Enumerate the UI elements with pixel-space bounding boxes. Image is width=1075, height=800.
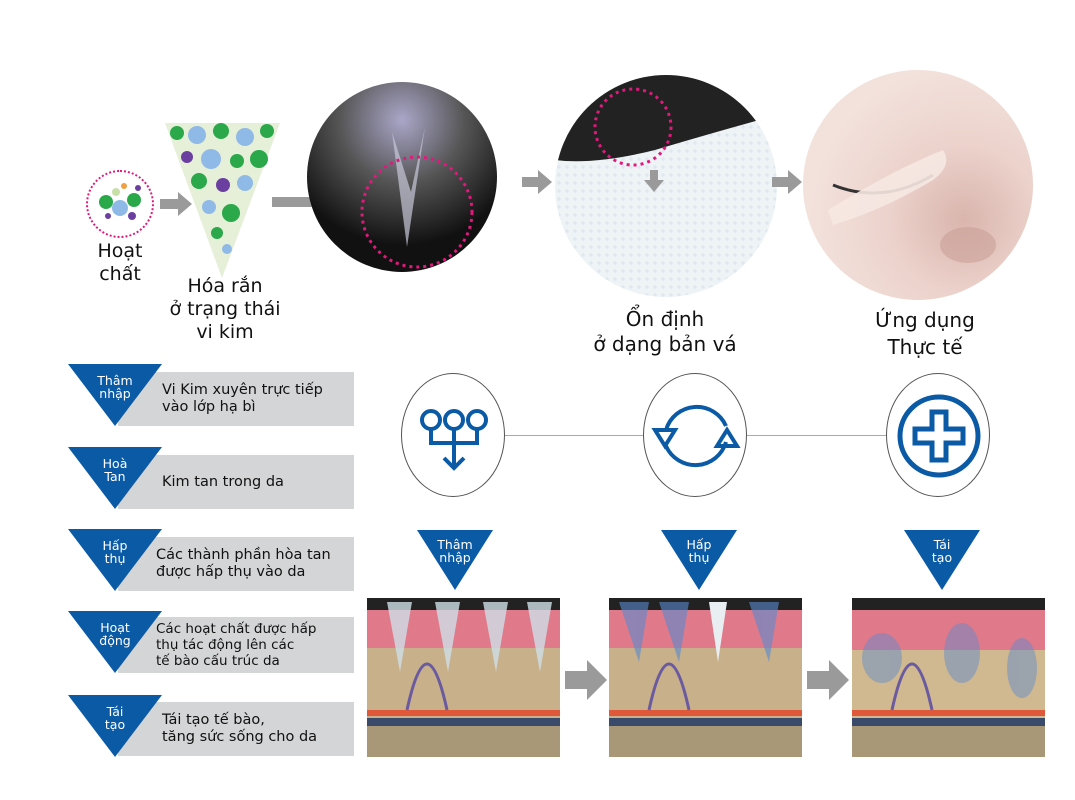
arrow-right-icon (807, 660, 849, 700)
arrow-right-icon (522, 170, 552, 194)
penetration-icon (401, 373, 505, 497)
medical-cross-icon (886, 373, 990, 497)
cycle-icon (643, 373, 747, 497)
active-ingredient-cluster (86, 170, 154, 238)
stage-row-dissolve: Kim tan trong da (118, 455, 354, 509)
connector-line (505, 435, 645, 436)
arrow-right-icon (772, 170, 802, 194)
connector-line (747, 435, 887, 436)
face-application-image (803, 70, 1033, 300)
skin-diagram-absorb (609, 598, 802, 757)
skin-diagram-regenerate (852, 598, 1045, 757)
arrow-right-icon (160, 192, 192, 216)
stage-row-regenerate: Tái tạo tế bào,tăng sức sống cho da (118, 702, 354, 756)
microneedle-triangle (165, 123, 280, 278)
skin-diagram-penetrate (367, 598, 560, 757)
patch-image (555, 75, 777, 297)
needle-microscope-image (307, 82, 497, 272)
arrow-right-icon (565, 660, 607, 700)
